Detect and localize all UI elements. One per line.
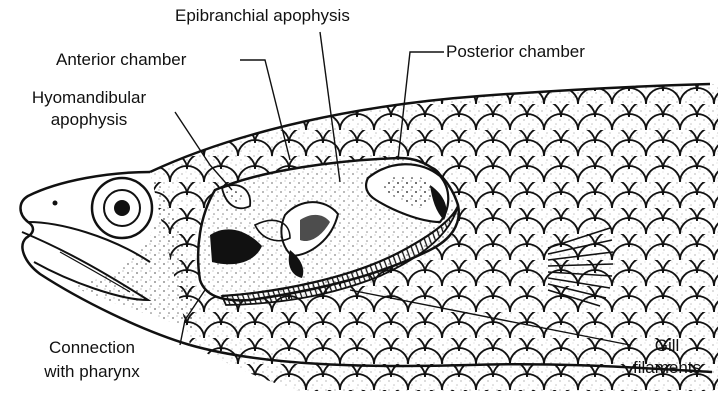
label-hyomandibular-line2: apophysis — [14, 110, 164, 130]
label-connection-line1: Connection — [22, 338, 162, 358]
label-epibranchial-apophysis: Epibranchial apophysis — [175, 6, 350, 26]
label-posterior-chamber: Posterior chamber — [446, 42, 585, 62]
label-hyomandibular-line1: Hyomandibular — [14, 88, 164, 108]
label-anterior-chamber: Anterior chamber — [56, 50, 186, 70]
label-connection-line2: with pharynx — [22, 362, 162, 382]
label-gill-line2: filaments — [622, 358, 712, 378]
label-gill-line1: Gill — [622, 336, 712, 356]
